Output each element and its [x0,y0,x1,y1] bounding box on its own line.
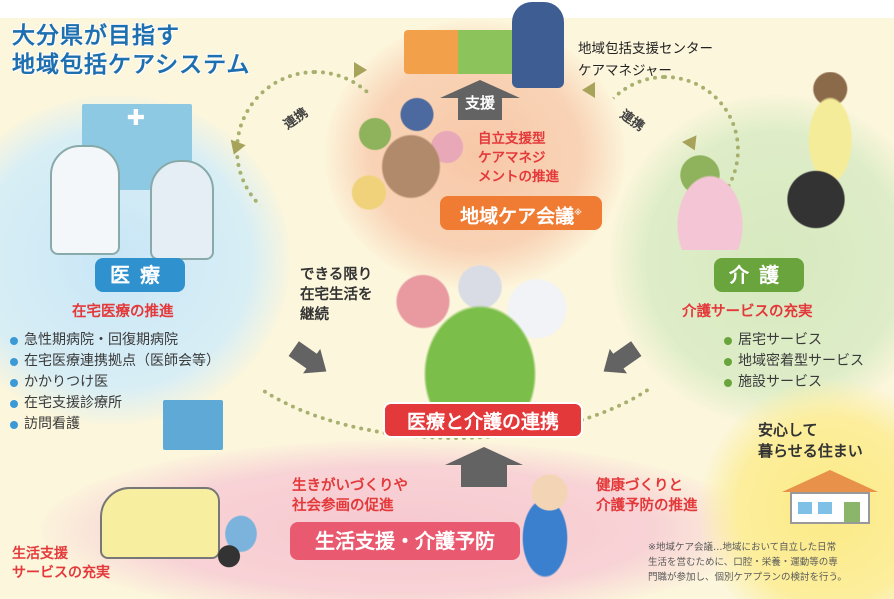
hospital-cross-icon: ✚ [126,106,146,131]
care-subtitle: 介護サービスの充実 [682,304,813,320]
footnote-mark: ※ [574,208,582,217]
wheelchair-transfer-illustration [205,500,265,575]
care-list: 居宅サービス 地域密着型サービス 施設サービス [724,330,864,393]
medical-list-item: かかりつけ医 [10,372,220,393]
footnote: ※地域ケア会議…地域において自立した日常 生活を営むために、口腔・栄養・運動等の… [648,542,847,583]
medical-list-item: 在宅医療連携拠点（医師会等） [10,351,220,372]
bullet-icon [724,378,732,387]
wheelchair-care-illustration [778,72,873,242]
nurse-illustration [150,160,214,260]
bullet-icon [10,336,18,345]
self-reliance-caption: 自立支援型 ケアマネジ メントの推進 [478,130,559,187]
bullet-icon [724,357,732,366]
self-reliance-caption-line-2: ケアマネジ [478,150,546,166]
support-center-building-illustration [404,30,524,74]
medical-list: 急性期病院・回復期病院 在宅医療連携拠点（医師会等） かかりつけ医 在宅支援診療… [10,330,220,435]
top-strip [0,0,894,18]
diagram-title: 大分県が目指す 地域包括ケアシステム [12,22,250,80]
house-icon [782,470,878,526]
home-bed-care-illustration [385,258,575,403]
medical-care-collaboration-badge: 医療と介護の連携 [383,402,583,438]
bullet-icon [10,357,18,366]
care-list-item: 地域密着型サービス [724,351,864,372]
housing-caption: 安心して 暮らせる住まい [758,421,863,460]
exercise-elderly-illustration [500,460,590,590]
arrow-head-left-up-icon [354,62,367,78]
arrow-head-right-up-icon [582,82,595,98]
medical-badge: 医療 [95,258,185,292]
self-reliance-caption-line-3: メントの推進 [478,169,559,185]
clinic-building-icon [163,400,223,450]
social-participation-caption: 生きがいづくりや 社会参画の促進 [292,478,408,514]
medical-list-item: 訪問看護 [10,414,220,435]
regional-care-meeting-badge: 地域ケア会議※ [440,196,602,230]
self-reliance-caption-line-1: 自立支援型 [478,131,546,147]
support-arrow-label: 支援 [464,94,495,112]
medical-list-item: 在宅支援診療所 [10,393,220,414]
health-prevention-caption: 健康づくりと 介護予防の推進 [596,478,698,514]
link-arc-left [235,70,395,230]
bullet-icon [724,336,732,345]
care-manager-illustration [512,2,564,88]
link-arc-bottom [210,190,700,440]
medical-subtitle: 在宅医療の推進 [72,304,174,320]
support-center-label-line-1: 地域包括支援センター [578,41,713,57]
life-support-prevention-badge: 生活支援・介護予防 [290,522,520,560]
support-center-label: 地域包括支援センター ケアマネジャー [578,38,713,82]
care-list-item: 居宅サービス [724,330,864,351]
support-center-label-line-2: ケアマネジャー [578,63,672,79]
care-badge: 介護 [714,258,804,292]
medical-list-item: 急性期病院・回復期病院 [10,330,220,351]
regional-care-meeting-label: 地域ケア会議 [460,205,575,228]
arrow-life-support-to-center-icon [445,447,523,487]
bullet-icon [10,378,18,387]
support-arrow: 支援 [440,80,520,120]
home-living-caption: できる限り 在宅生活を 継続 [300,267,373,323]
support-arrow-head-icon [440,80,520,98]
welfare-vehicle-illustration [100,487,220,559]
support-arrow-body [458,98,502,120]
bathing-care-illustration [660,150,760,250]
doctor-illustration [50,145,120,255]
bullet-icon [10,420,18,429]
title-line-2: 地域包括ケアシステム [12,52,251,78]
life-support-service-caption: 生活支援 サービスの充実 [12,546,110,581]
care-list-item: 施設サービス [724,372,864,393]
title-line-1: 大分県が目指す [12,23,180,49]
bullet-icon [10,399,18,408]
